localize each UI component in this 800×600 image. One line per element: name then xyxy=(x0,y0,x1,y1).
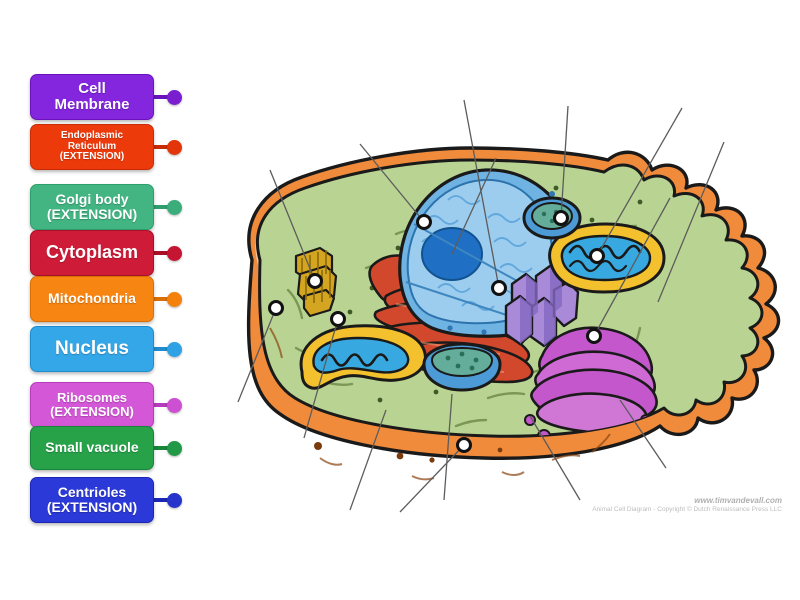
leader-line-10 xyxy=(399,444,465,513)
connector-mitochondria xyxy=(154,291,182,307)
label-text: Mitochondria xyxy=(48,290,136,307)
marker-vacuole-small[interactable] xyxy=(553,210,569,226)
connector-stem xyxy=(154,347,168,351)
label-chip[interactable]: Cytoplasm xyxy=(30,230,154,276)
marker-centrioles[interactable] xyxy=(307,273,323,289)
label-chip[interactable]: Cell Membrane xyxy=(30,74,154,120)
label-text: Cell Membrane xyxy=(54,79,130,113)
label-list: Cell Membrane Endoplasmic Reticulum (EXT… xyxy=(0,0,200,600)
connector-stem xyxy=(154,403,168,407)
draggable-label-cytoplasm[interactable]: Cytoplasm xyxy=(30,230,182,276)
label-text: Ribosomes (EXTENSION) xyxy=(50,389,134,419)
leader-line-6 xyxy=(463,99,500,289)
draggable-label-ribosomes[interactable]: Ribosomes (EXTENSION) xyxy=(30,382,182,428)
leader-line-14 xyxy=(619,399,667,469)
marker-mitochondria[interactable] xyxy=(589,248,605,264)
connector-nucleus xyxy=(154,341,182,357)
connector-stem xyxy=(154,498,168,502)
leader-line-4 xyxy=(359,143,425,223)
leader-line-12 xyxy=(443,393,453,501)
connector-stem xyxy=(154,145,168,149)
small-vacuole-upper-shape xyxy=(522,196,582,240)
connector-knob[interactable] xyxy=(167,199,182,215)
connector-golgi-body xyxy=(154,199,182,215)
small-vacuole-lower-shape xyxy=(422,342,502,392)
connector-knob[interactable] xyxy=(167,492,182,508)
connector-knob[interactable] xyxy=(167,397,182,413)
label-text: Cytoplasm xyxy=(45,242,139,263)
connector-knob[interactable] xyxy=(167,341,182,357)
label-text: Small vacuole xyxy=(45,439,139,456)
marker-er[interactable] xyxy=(491,280,507,296)
connector-knob[interactable] xyxy=(167,291,182,307)
label-text: Nucleus xyxy=(55,337,129,359)
connector-knob[interactable] xyxy=(167,245,182,261)
leader-line-1 xyxy=(237,307,277,403)
draggable-label-centrioles[interactable]: Centrioles (EXTENSION) xyxy=(30,477,182,523)
leader-line-11 xyxy=(349,409,387,511)
connector-cytoplasm xyxy=(154,245,182,261)
draggable-label-endoplasmic-reticulum[interactable]: Endoplasmic Reticulum (EXTENSION) xyxy=(30,124,182,170)
connector-centrioles xyxy=(154,492,182,508)
membrane-texture xyxy=(269,327,611,481)
connector-knob[interactable] xyxy=(167,89,182,105)
leader-line-2 xyxy=(303,318,339,439)
connector-stem xyxy=(154,251,168,255)
connector-knob[interactable] xyxy=(167,139,182,155)
draggable-label-golgi-body[interactable]: Golgi body (EXTENSION) xyxy=(30,184,182,230)
label-chip[interactable]: Small vacuole xyxy=(30,426,154,470)
draggable-label-nucleus[interactable]: Nucleus xyxy=(30,326,182,372)
leader-line-5 xyxy=(451,157,497,255)
connector-endoplasmic-reticulum xyxy=(154,139,182,155)
connector-ribosomes xyxy=(154,397,182,413)
leader-line-13 xyxy=(529,415,581,501)
connector-stem xyxy=(154,446,168,450)
marker-nucleus[interactable] xyxy=(416,214,432,230)
connector-stem xyxy=(154,95,168,99)
connector-cell-membrane xyxy=(154,89,182,105)
label-text: Golgi body (EXTENSION) xyxy=(46,190,138,222)
marker-golgi[interactable] xyxy=(586,328,602,344)
connector-stem xyxy=(154,297,168,301)
draggable-label-small-vacuole[interactable]: Small vacuole xyxy=(30,426,182,470)
connector-stem xyxy=(154,205,168,209)
label-chip[interactable]: Mitochondria xyxy=(30,276,154,322)
leader-line-8 xyxy=(596,107,683,257)
leader-line-9 xyxy=(593,197,671,337)
drop-target-markers[interactable] xyxy=(268,210,605,453)
label-chip[interactable]: Golgi body (EXTENSION) xyxy=(30,184,154,230)
label-chip[interactable]: Centrioles (EXTENSION) xyxy=(30,477,154,523)
leader-lines xyxy=(237,99,725,513)
label-text: Endoplasmic Reticulum (EXTENSION) xyxy=(59,129,125,163)
label-chip[interactable]: Endoplasmic Reticulum (EXTENSION) xyxy=(30,124,154,170)
draggable-label-cell-membrane[interactable]: Cell Membrane xyxy=(30,74,182,120)
draggable-label-mitochondria[interactable]: Mitochondria xyxy=(30,276,182,322)
leader-line-3 xyxy=(269,169,316,282)
leader-line-15 xyxy=(657,141,725,303)
connector-knob[interactable] xyxy=(167,440,182,456)
membrane-pores xyxy=(314,442,503,463)
marker-cell-membrane[interactable] xyxy=(456,437,472,453)
marker-cytoplasm-left[interactable] xyxy=(268,300,284,316)
label-chip[interactable]: Nucleus xyxy=(30,326,154,372)
animal-cell-diagram xyxy=(200,60,800,530)
marker-cytoplasm-mid[interactable] xyxy=(330,311,346,327)
mitochondrion-right-shape xyxy=(548,222,666,294)
label-text: Centrioles (EXTENSION) xyxy=(46,483,138,515)
connector-small-vacuole xyxy=(154,440,182,456)
label-chip[interactable]: Ribosomes (EXTENSION) xyxy=(30,382,154,428)
leader-line-7 xyxy=(560,105,569,219)
